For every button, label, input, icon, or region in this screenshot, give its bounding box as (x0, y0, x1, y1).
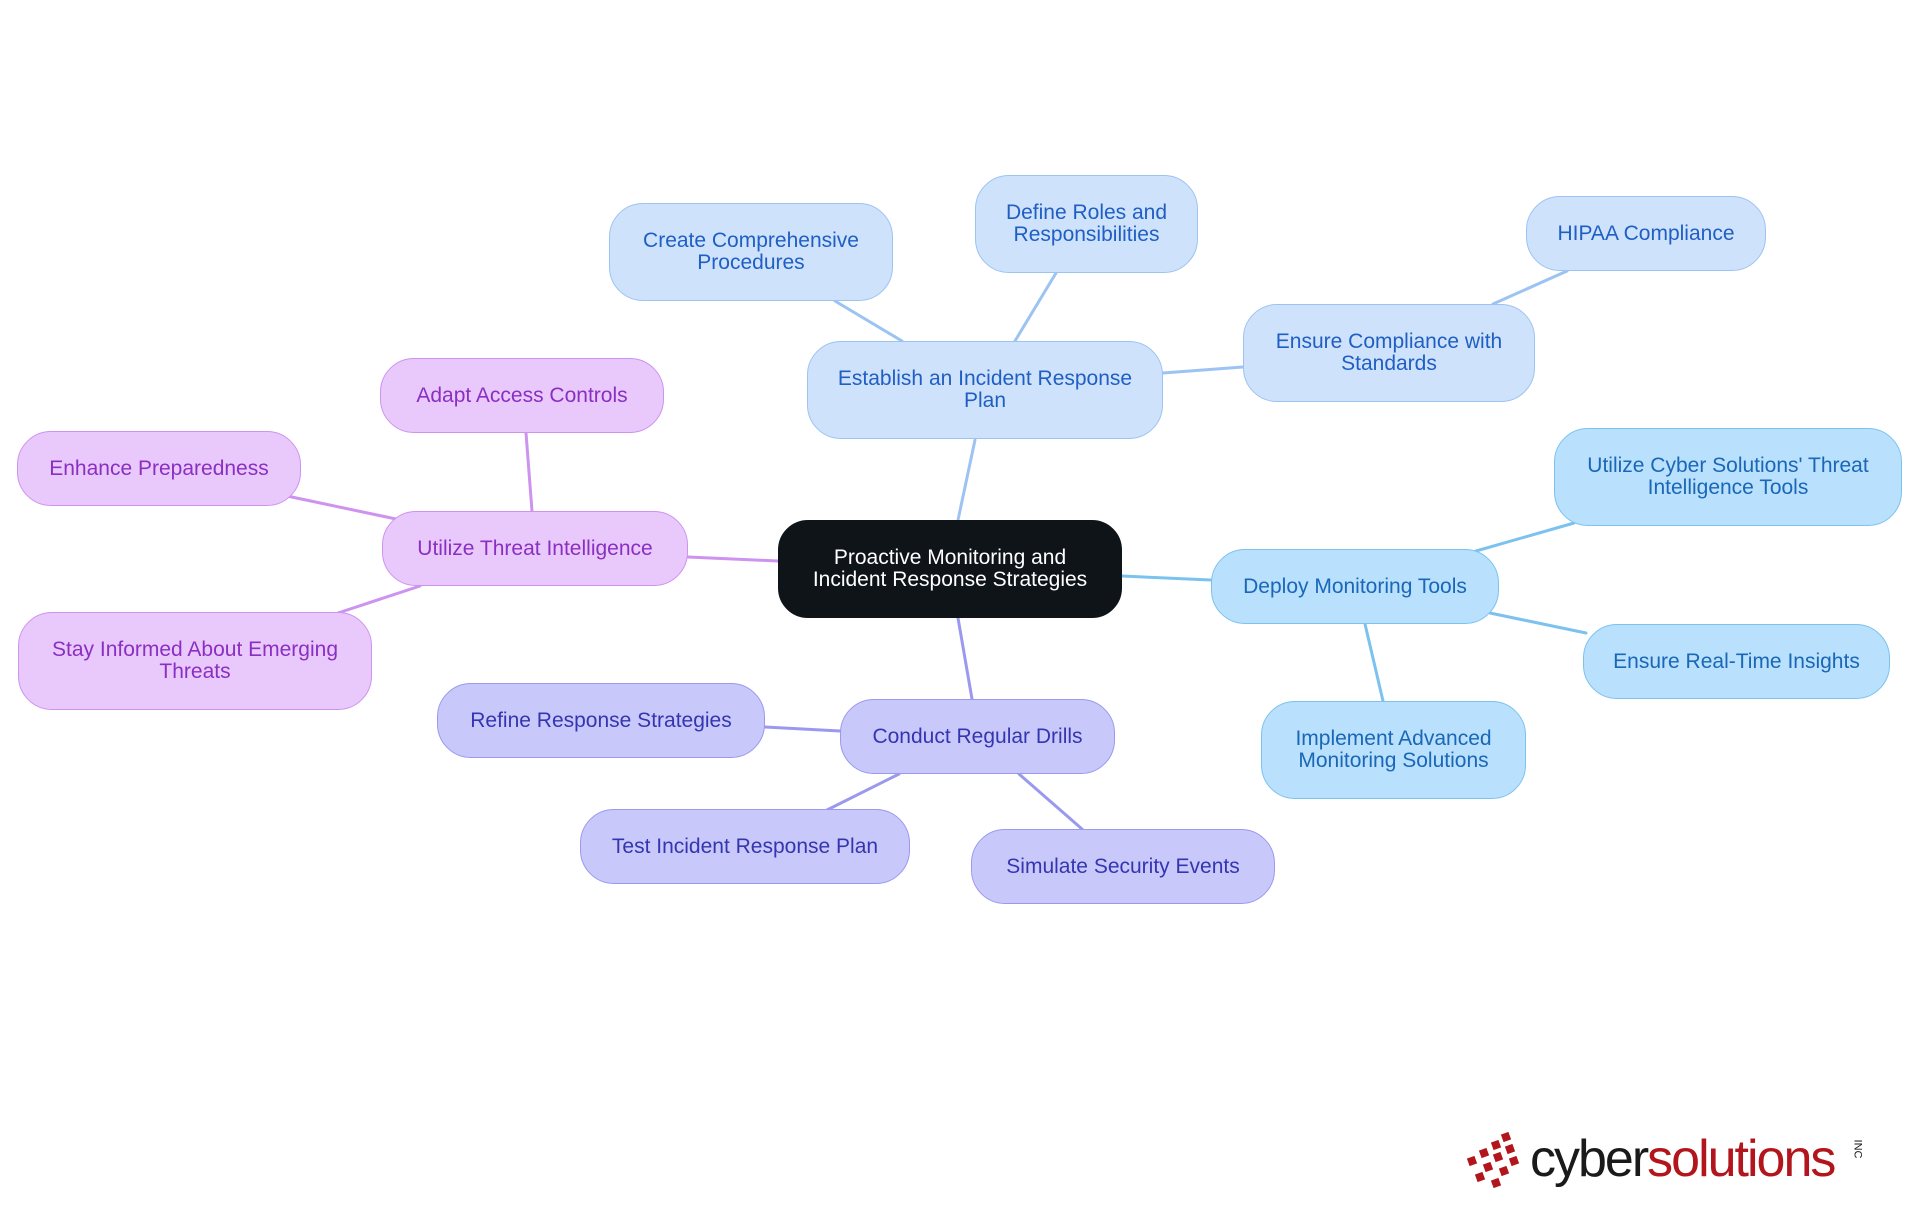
edge-intel-emerging (336, 584, 422, 615)
branch-incident-response-plan: Establish an Incident Response Plan (807, 341, 1163, 439)
edge-drills-refine (763, 725, 842, 733)
root-node: Proactive Monitoring and Incident Respon… (778, 520, 1122, 618)
node-define-roles-responsibilities: Define Roles and Responsibilities (975, 175, 1198, 273)
edge-plan-procedures (833, 299, 904, 343)
edge-drills-simulate (1017, 772, 1084, 831)
branch-deploy-monitoring-tools: Deploy Monitoring Tools (1211, 549, 1499, 624)
edge-root-plan (956, 438, 977, 522)
edge-monitoring-realtime (1488, 611, 1588, 635)
logo-inc: INC (1851, 1139, 1864, 1159)
branch-conduct-regular-drills: Conduct Regular Drills (840, 699, 1115, 774)
cyber-solutions-logo: cybersolutions INC (1462, 1125, 1864, 1195)
edge-plan-compliance (1161, 365, 1245, 375)
node-adapt-access-controls: Adapt Access Controls (380, 358, 664, 433)
node-test-incident-response-plan: Test Incident Response Plan (580, 809, 910, 884)
node-implement-advanced-monitoring: Implement Advanced Monitoring Solutions (1261, 701, 1526, 799)
node-utilize-threat-intelligence-tools: Utilize Cyber Solutions' Threat Intellig… (1554, 428, 1902, 526)
edge-monitoring-advanced (1363, 622, 1385, 703)
node-hipaa-compliance: HIPAA Compliance (1526, 196, 1766, 271)
logo-mark-icon (1466, 1131, 1520, 1189)
branch-utilize-threat-intelligence: Utilize Threat Intelligence (382, 511, 688, 586)
logo-wordmark: cybersolutions (1530, 1130, 1836, 1188)
edge-root-intel (686, 555, 780, 563)
edge-drills-test (823, 772, 901, 813)
node-simulate-security-events: Simulate Security Events (971, 829, 1275, 904)
edge-compliance-hipaa (1491, 269, 1569, 306)
node-create-comprehensive-procedures: Create Comprehensive Procedures (609, 203, 893, 301)
edge-monitoring-threat-tools (1474, 521, 1576, 553)
edge-plan-roles (1013, 271, 1058, 343)
node-refine-response-strategies: Refine Response Strategies (437, 683, 765, 758)
edge-root-monitoring (1120, 574, 1213, 582)
edge-intel-access (524, 431, 534, 513)
node-ensure-compliance-standards: Ensure Compliance with Standards (1243, 304, 1535, 402)
node-stay-informed-emerging-threats: Stay Informed About Emerging Threats (18, 612, 372, 710)
edge-intel-preparedness (285, 494, 398, 521)
node-enhance-preparedness: Enhance Preparedness (17, 431, 301, 506)
edge-root-drills (956, 616, 974, 701)
node-ensure-real-time-insights: Ensure Real-Time Insights (1583, 624, 1890, 699)
